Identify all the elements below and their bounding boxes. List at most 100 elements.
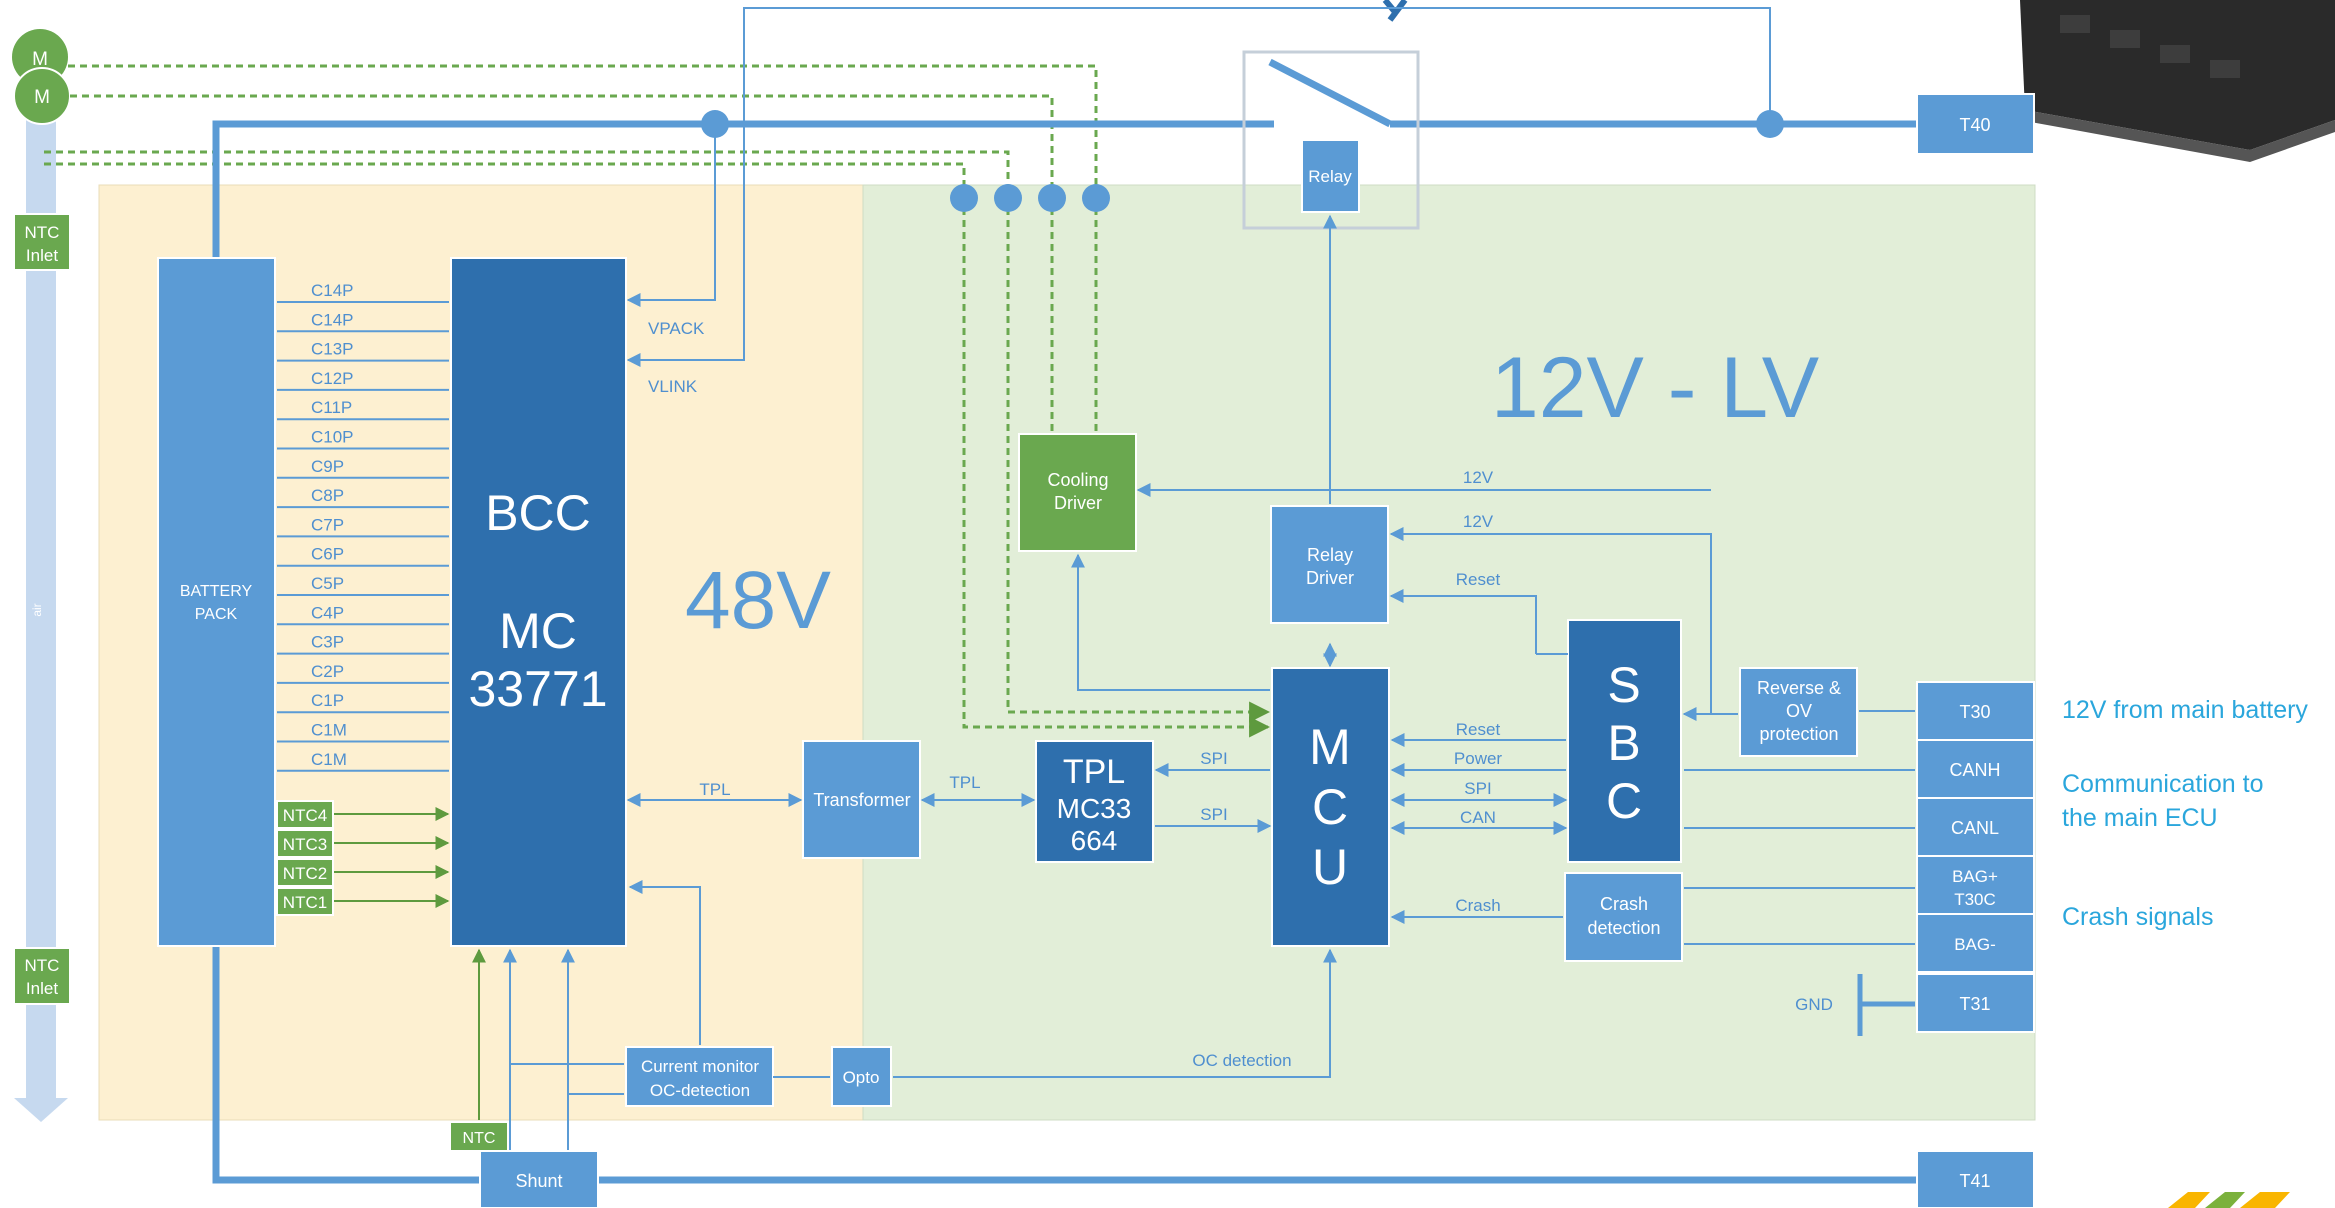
cell-pin-label: C3P	[311, 633, 344, 652]
reverse-ov-protection: Reverse & OV protection	[1740, 668, 1857, 756]
ntc-inlet-top: NTC Inlet	[14, 214, 70, 270]
label-12v-cooling: 12V	[1463, 468, 1494, 487]
svg-text:BAG+: BAG+	[1952, 867, 1998, 886]
note-comm-1: Communication to	[2062, 770, 2263, 798]
label-gnd: GND	[1795, 995, 1833, 1014]
fan-1-label: M	[32, 49, 48, 70]
label-tpl-1: TPL	[699, 780, 730, 799]
title-fragment	[1385, 0, 1405, 20]
terminal-t40: T40	[1917, 94, 2034, 154]
cell-pin-label: C1M	[311, 750, 347, 769]
cell-pin-label: C14P	[311, 281, 354, 300]
shunt-block: Shunt	[480, 1151, 598, 1208]
label-reset-mcu: Reset	[1456, 720, 1501, 739]
svg-text:MC: MC	[499, 603, 577, 659]
svg-text:Inlet: Inlet	[26, 246, 58, 265]
label-tpl-2: TPL	[949, 773, 980, 792]
svg-text:BAG-: BAG-	[1954, 935, 1996, 954]
ntc-sensor-label: NTC2	[283, 864, 327, 883]
cooling-driver: Cooling Driver	[1019, 434, 1136, 551]
cell-pin-label: C7P	[311, 515, 344, 534]
svg-text:CANL: CANL	[1951, 818, 1999, 838]
sbc-chip: S B C	[1568, 620, 1681, 862]
svg-text:Inlet: Inlet	[26, 979, 58, 998]
svg-text:Current monitor: Current monitor	[641, 1057, 759, 1076]
svg-text:OC-detection: OC-detection	[650, 1081, 750, 1100]
svg-text:S: S	[1607, 657, 1640, 713]
cell-pin-label: C8P	[311, 486, 344, 505]
svg-text:Opto: Opto	[843, 1068, 880, 1087]
cell-pin-label: C2P	[311, 662, 344, 681]
svg-text:BATTERY: BATTERY	[180, 583, 253, 600]
svg-text:MC33: MC33	[1057, 793, 1132, 824]
svg-text:B: B	[1607, 715, 1640, 771]
fan-2-label: M	[34, 87, 50, 108]
tpl-chip: TPL MC33 664	[1036, 741, 1153, 862]
crash-detection: Crash detection	[1565, 873, 1682, 961]
svg-text:664: 664	[1071, 825, 1118, 856]
svg-text:C: C	[1312, 779, 1348, 835]
cell-pin-label: C9P	[311, 457, 344, 476]
note-comm-2: the main ECU	[2062, 804, 2218, 832]
svg-text:M: M	[1309, 719, 1351, 775]
cell-pin-label: C12P	[311, 369, 354, 388]
svg-text:T30: T30	[1959, 702, 1990, 722]
terminal-t41: T41	[1917, 1151, 2034, 1208]
label-spi-2: SPI	[1200, 805, 1227, 824]
ntc-sensor-label: NTC4	[283, 806, 327, 825]
label-can: CAN	[1460, 808, 1496, 827]
cell-pin-label: C5P	[311, 574, 344, 593]
svg-text:OV: OV	[1786, 701, 1812, 721]
svg-text:Driver: Driver	[1054, 493, 1102, 513]
svg-text:Crash: Crash	[1600, 894, 1648, 914]
opto-block: Opto	[832, 1047, 891, 1106]
vlink-label: VLINK	[648, 377, 698, 396]
svg-text:T41: T41	[1959, 1171, 1990, 1191]
svg-text:U: U	[1312, 839, 1348, 895]
note-main-battery: 12V from main battery	[2062, 696, 2308, 724]
svg-text:protection: protection	[1759, 724, 1838, 744]
svg-text:33771: 33771	[468, 661, 607, 717]
ntc-sensor-label: NTC3	[283, 835, 327, 854]
svg-text:Transformer: Transformer	[813, 790, 910, 810]
svg-text:NTC: NTC	[25, 223, 60, 242]
transformer-block: Transformer	[803, 741, 920, 858]
vpack-label: VPACK	[648, 319, 705, 338]
label-spi-1: SPI	[1200, 749, 1227, 768]
label-reset-relay: Reset	[1456, 570, 1501, 589]
label-power: Power	[1454, 749, 1503, 768]
svg-text:CANH: CANH	[1949, 760, 2000, 780]
svg-text:T30C: T30C	[1954, 890, 1996, 909]
terminal-t30: T30	[1917, 682, 2034, 740]
terminal-canh: CANH	[1917, 740, 2034, 798]
current-monitor: Current monitor OC-detection	[626, 1047, 773, 1106]
svg-text:Relay: Relay	[1308, 167, 1352, 186]
svg-text:NTC: NTC	[463, 1130, 496, 1147]
zone-lv-label: 12V - LV	[1491, 340, 1819, 436]
air-label: air	[30, 603, 44, 616]
cell-pin-label: C1P	[311, 691, 344, 710]
terminal-canl: CANL	[1917, 798, 2034, 856]
svg-text:T40: T40	[1959, 115, 1990, 135]
svg-text:Reverse &: Reverse &	[1757, 678, 1841, 698]
svg-text:T31: T31	[1959, 994, 1990, 1014]
nxp-logo	[2168, 1192, 2290, 1208]
terminal-bag-plus: BAG+ T30C	[1917, 856, 2034, 914]
note-crash: Crash signals	[2062, 903, 2213, 931]
cell-pin-label: C6P	[311, 545, 344, 564]
battery-pack: BATTERY PACK	[158, 258, 275, 946]
battery-module-photo	[2020, 0, 2335, 162]
fan-motor-2: M	[14, 68, 70, 124]
terminal-bag-minus: BAG-	[1917, 914, 2034, 972]
svg-text:detection: detection	[1587, 918, 1660, 938]
svg-text:NTC: NTC	[25, 956, 60, 975]
relay-driver: Relay Driver	[1271, 506, 1388, 623]
terminal-t31: T31	[1917, 974, 2034, 1032]
zone-48v-label: 48V	[685, 555, 831, 646]
label-oc-detection: OC detection	[1192, 1051, 1291, 1070]
label-spi-3: SPI	[1464, 779, 1491, 798]
svg-text:TPL: TPL	[1063, 753, 1125, 791]
mcu-chip: M C U	[1272, 668, 1389, 946]
svg-text:PACK: PACK	[195, 606, 238, 623]
